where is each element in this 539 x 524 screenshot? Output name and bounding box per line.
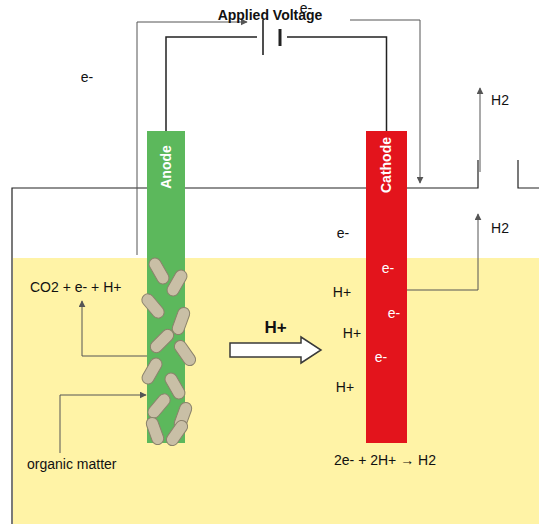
- electron-label: e-: [382, 260, 394, 276]
- electrode-name: Cathode: [378, 137, 394, 193]
- bacterium: [147, 256, 171, 286]
- battery-gap: [257, 26, 287, 48]
- gas-flow-arrow: [407, 214, 478, 290]
- bacterium: [145, 391, 172, 420]
- bacterium: [139, 291, 166, 320]
- bacterium: [140, 356, 164, 386]
- gas-label: H2: [491, 92, 509, 108]
- electrolyte-liquid: [13, 258, 539, 524]
- battery-long-plate: [262, 20, 264, 55]
- proton-flow-arrow: [230, 337, 321, 363]
- reaction-equation: 2e- + 2H+ → H2: [334, 452, 436, 468]
- battery-short-plate: [279, 29, 282, 46]
- product-label: CO2 + e- + H+: [30, 279, 121, 295]
- bacterium: [164, 418, 190, 448]
- anode-electrode: Anode: [147, 131, 185, 443]
- bacterium: [145, 416, 166, 446]
- substrate-arrow: [60, 395, 146, 453]
- proton-label: H+: [343, 325, 361, 341]
- bacterium: [172, 338, 198, 368]
- tank-outline: [12, 160, 539, 524]
- edge-label: H+: [262, 318, 288, 338]
- electron-label: e-: [388, 305, 400, 321]
- electron-label: e-: [337, 225, 349, 241]
- electron-label: e-: [81, 69, 93, 85]
- bacterium: [171, 306, 192, 336]
- cathode-electrode: Cathode e-e-e-: [366, 131, 407, 443]
- proton-label: H+: [336, 379, 354, 395]
- proton-label: H+: [333, 284, 351, 300]
- product-arrow: [82, 301, 150, 356]
- bacterium: [165, 268, 189, 298]
- gas-flow-arrow: [480, 88, 481, 172]
- electrode-name: Anode: [158, 145, 174, 189]
- electron-label: e-: [300, 0, 312, 16]
- bacterium: [148, 327, 176, 355]
- electron-label: e-: [375, 349, 387, 365]
- external-circuit-wire: [166, 37, 387, 131]
- substrate-label: organic matter: [27, 456, 116, 472]
- gas-label: H2: [491, 220, 509, 236]
